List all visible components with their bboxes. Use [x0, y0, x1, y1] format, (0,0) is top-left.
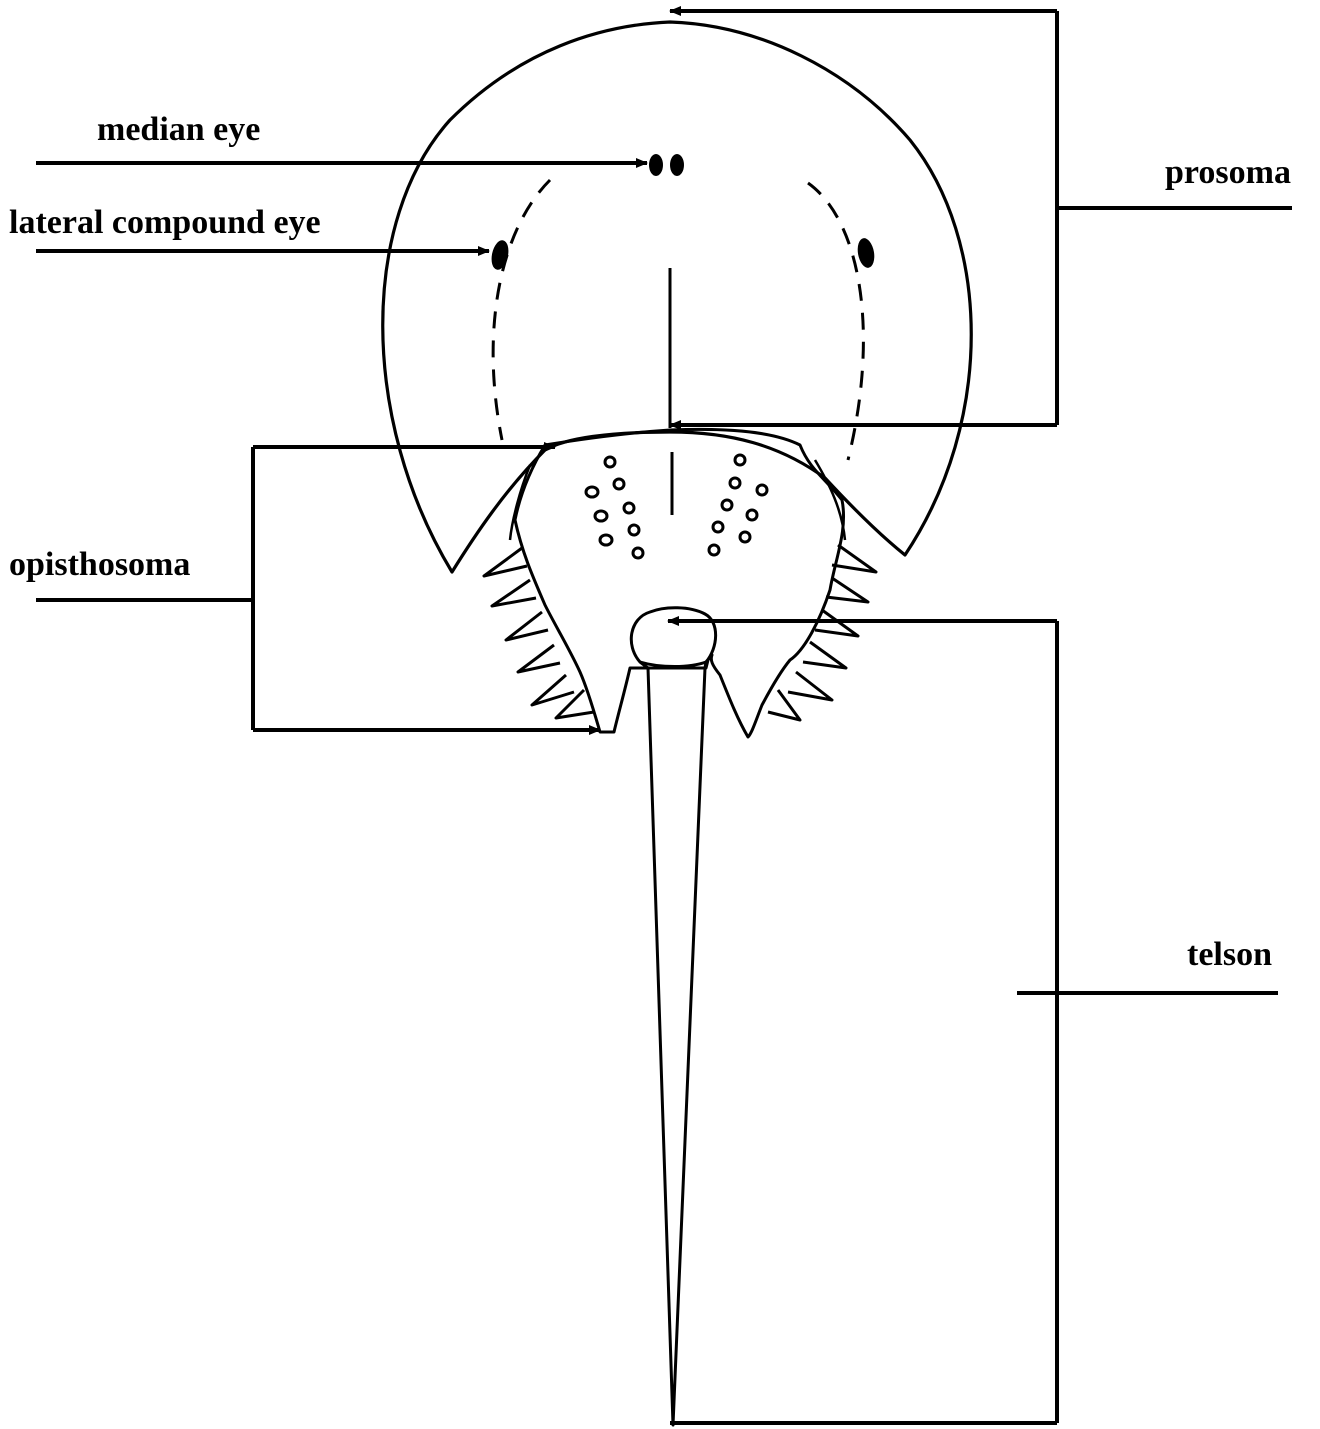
opisthosoma-outline — [515, 429, 844, 737]
lateral-compound-eye-right — [856, 237, 877, 269]
telson-outline — [631, 608, 715, 1425]
scar-ring — [713, 522, 723, 532]
right-ridge-dashed — [808, 183, 863, 460]
scar-ring — [629, 525, 639, 535]
right-marginal-spines — [768, 545, 876, 720]
scar-ring — [600, 535, 612, 545]
left-spine-3 — [506, 612, 548, 640]
scar-ring — [740, 532, 750, 542]
right-spine-5 — [788, 672, 832, 700]
telson-label: telson — [1187, 938, 1272, 972]
left-ridge-dashed — [493, 180, 550, 440]
median-eye-left — [649, 154, 663, 176]
scar-ring — [614, 479, 624, 489]
scar-ring — [722, 500, 732, 510]
scar-ring — [709, 545, 719, 555]
left-spine-4 — [518, 645, 560, 672]
lateral-compound-eye-left — [489, 239, 511, 272]
muscle-scar-rings — [586, 455, 767, 558]
left-spine-5 — [532, 675, 574, 705]
telson-knob-base — [640, 662, 706, 667]
left-spine-1 — [484, 548, 527, 576]
scar-ring — [735, 455, 745, 465]
median-eye-label: median eye — [97, 113, 260, 147]
telson-bracket — [668, 621, 1278, 1423]
scar-ring — [586, 487, 598, 497]
prosoma-label: prosoma — [1165, 156, 1291, 190]
left-marginal-spines — [484, 548, 594, 718]
right-spine-4 — [803, 642, 846, 668]
prosoma-bracket — [670, 11, 1292, 425]
scar-ring — [605, 457, 615, 467]
lateral-compound-eye-label: lateral compound eye — [9, 206, 321, 240]
opisthosoma-label: opisthosoma — [9, 548, 190, 582]
prosoma-outline — [383, 22, 972, 572]
median-eye-right — [670, 154, 684, 176]
scar-ring — [730, 478, 740, 488]
scar-ring — [757, 485, 767, 495]
left-spine-2 — [492, 580, 536, 606]
scar-ring — [747, 510, 757, 520]
scar-ring — [595, 511, 607, 521]
scar-ring — [624, 503, 634, 513]
scar-ring — [633, 548, 643, 558]
